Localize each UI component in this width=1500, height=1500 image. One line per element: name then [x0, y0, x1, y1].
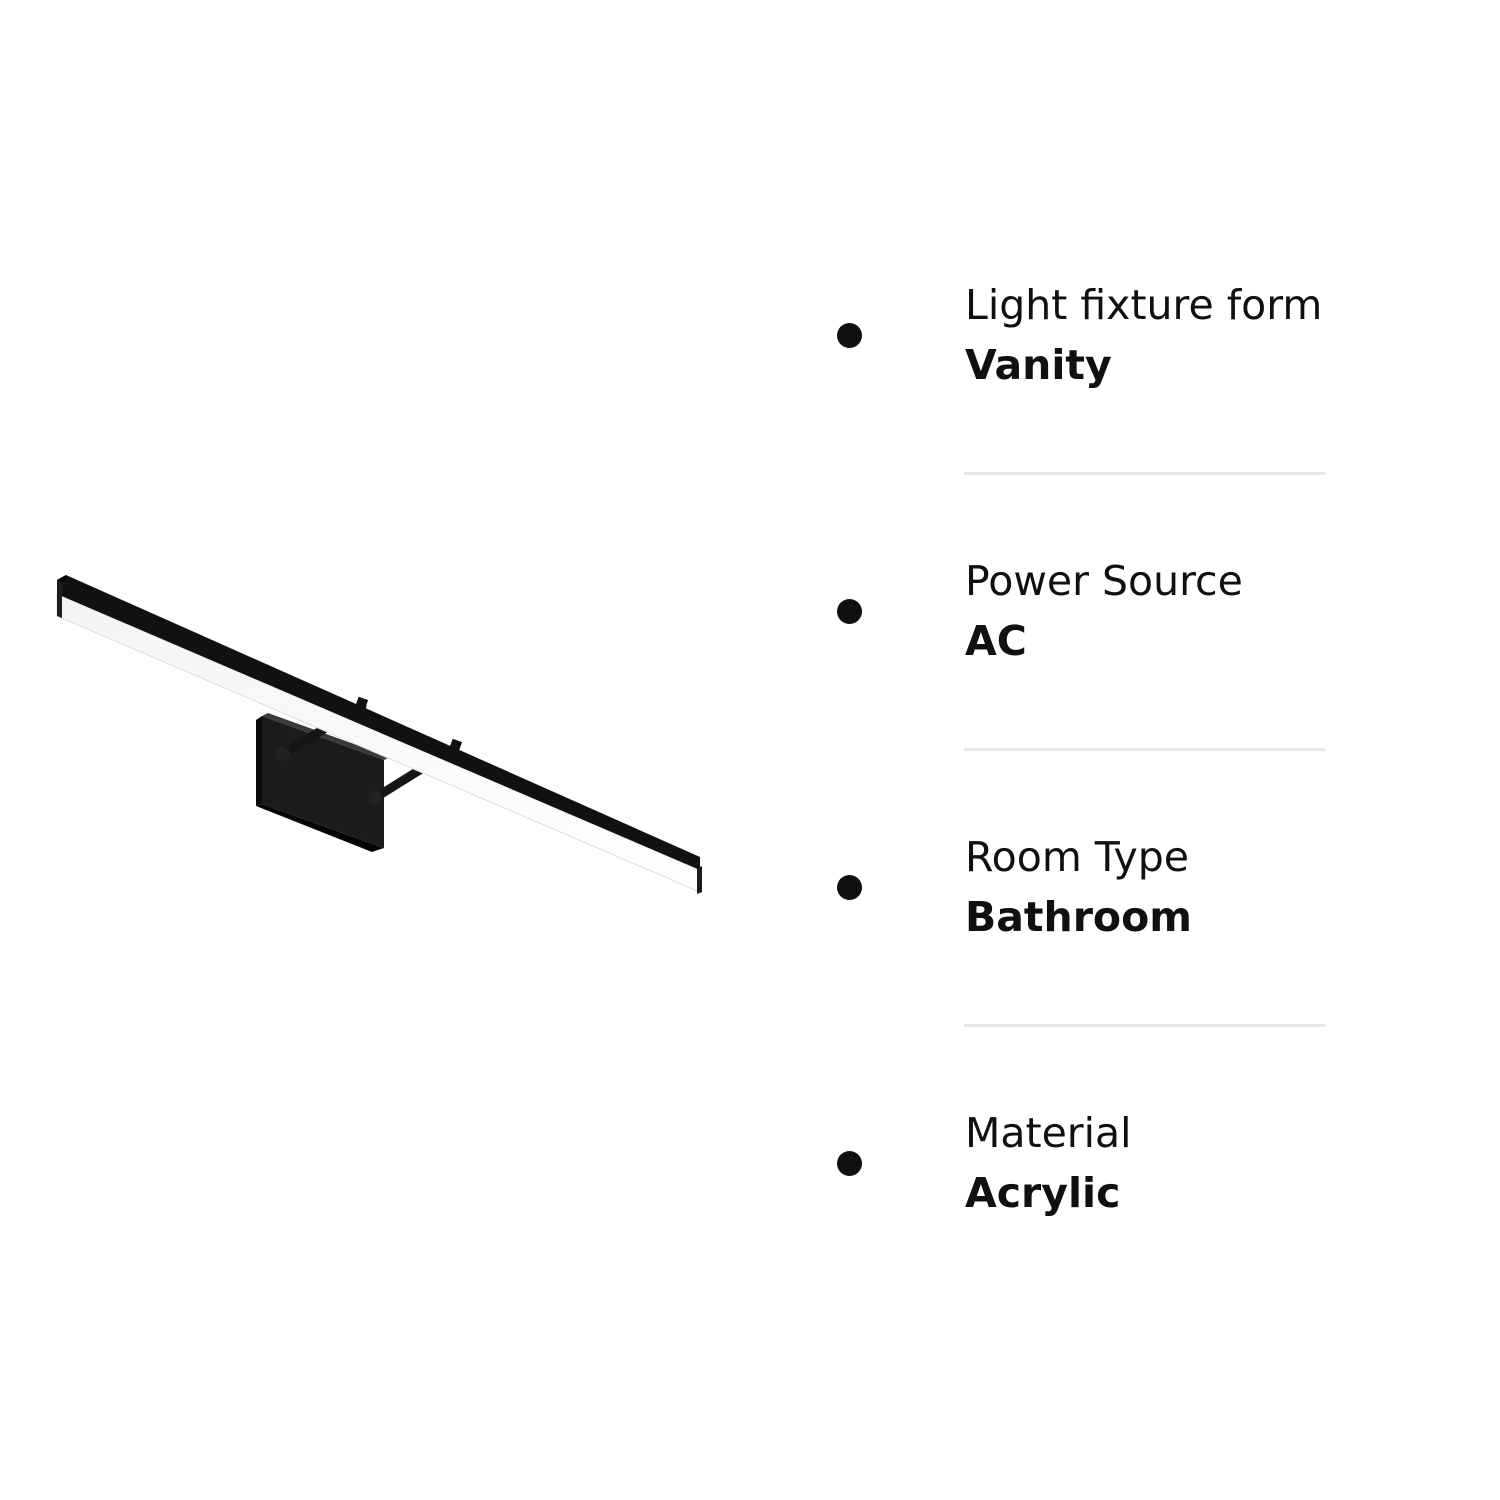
spec-item-room-type: Room Type Bathroom: [0, 825, 1500, 1025]
divider: [964, 1024, 1325, 1027]
spec-value: AC: [965, 617, 1027, 665]
spec-value: Acrylic: [965, 1169, 1121, 1217]
spec-value: Bathroom: [965, 893, 1192, 941]
spec-label: Material: [965, 1109, 1132, 1157]
spec-item-material: Material Acrylic: [0, 1101, 1500, 1301]
spec-item-power-source: Power Source AC: [0, 549, 1500, 749]
spec-label: Power Source: [965, 557, 1243, 605]
divider: [964, 748, 1325, 751]
spec-label: Light fixture form: [965, 281, 1323, 329]
light-bar: [56, 575, 702, 894]
spec-label: Room Type: [965, 833, 1189, 881]
spec-item-light-fixture-form: Light fixture form Vanity: [0, 273, 1500, 473]
bullet-icon: [837, 599, 862, 624]
divider: [964, 472, 1325, 475]
vanity-light-fixture-icon: [56, 575, 702, 894]
bullet-icon: [837, 1151, 862, 1176]
bullet-icon: [837, 875, 862, 900]
spec-value: Vanity: [965, 341, 1112, 389]
bullet-icon: [837, 323, 862, 348]
